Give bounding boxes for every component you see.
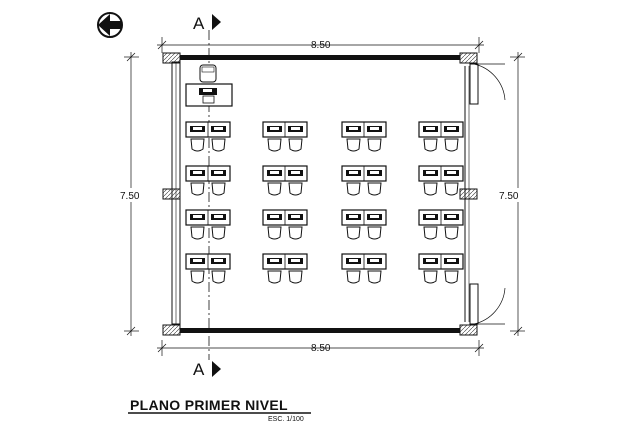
chair — [346, 138, 361, 152]
chair — [211, 138, 226, 152]
desk-pair — [185, 165, 231, 196]
desk-pair — [418, 253, 464, 284]
column-top-right — [459, 52, 478, 64]
chair — [423, 138, 438, 152]
chair — [288, 270, 303, 284]
chair — [423, 270, 438, 284]
chair — [444, 226, 459, 240]
svg-text:7.50: 7.50 — [120, 191, 140, 202]
chair — [267, 226, 282, 240]
chair — [367, 226, 382, 240]
chair — [190, 270, 205, 284]
plan-title: PLANO PRIMER NIVEL — [130, 397, 288, 413]
student-desks — [185, 121, 464, 284]
desk-pair — [418, 165, 464, 196]
column-top-left — [162, 52, 181, 64]
chair — [423, 226, 438, 240]
chair — [346, 270, 361, 284]
dimension-right: 7.50 — [498, 52, 525, 336]
svg-text:A: A — [193, 14, 205, 33]
plan-scale: ESC. 1/100 — [268, 416, 304, 423]
dimension-bottom: 8.50 — [157, 340, 484, 356]
desk-pair — [262, 165, 308, 196]
chair — [211, 226, 226, 240]
chair — [367, 138, 382, 152]
door-bottom — [469, 283, 506, 325]
chair — [444, 138, 459, 152]
desk-pair — [418, 209, 464, 240]
chair — [367, 270, 382, 284]
teacher-desk — [185, 64, 233, 107]
svg-text:8.50: 8.50 — [311, 40, 331, 51]
dimension-top: 8.50 — [157, 37, 484, 53]
north-arrow-icon — [97, 12, 123, 38]
chair — [267, 182, 282, 196]
chair — [346, 182, 361, 196]
desk-pair — [185, 209, 231, 240]
desk-pair — [262, 253, 308, 284]
chair — [423, 182, 438, 196]
desk-pair — [341, 165, 387, 196]
section-marker-bottom: A — [193, 360, 221, 379]
svg-text:8.50: 8.50 — [311, 343, 331, 354]
chair — [288, 182, 303, 196]
column-mid-right — [459, 188, 478, 200]
column-bottom-left — [162, 324, 181, 336]
chair — [211, 182, 226, 196]
chair — [288, 138, 303, 152]
chair — [267, 138, 282, 152]
svg-text:A: A — [193, 360, 205, 379]
desk-pair — [185, 253, 231, 284]
desk-pair — [262, 121, 308, 152]
section-marker-top: A — [193, 14, 221, 33]
desk-pair — [341, 209, 387, 240]
chair — [288, 226, 303, 240]
chair — [346, 226, 361, 240]
chair — [211, 270, 226, 284]
desk-pair — [341, 121, 387, 152]
chair — [267, 270, 282, 284]
column-mid-left — [162, 188, 181, 200]
chair — [444, 182, 459, 196]
chair — [190, 226, 205, 240]
chair — [190, 182, 205, 196]
svg-text:7.50: 7.50 — [499, 191, 519, 202]
desk-pair — [262, 209, 308, 240]
chair — [444, 270, 459, 284]
column-bottom-right — [459, 324, 478, 336]
dimension-left: 7.50 — [119, 52, 145, 336]
desk-pair — [418, 121, 464, 152]
door-top — [469, 63, 506, 105]
chair — [190, 138, 205, 152]
desk-pair — [341, 253, 387, 284]
desk-pair — [185, 121, 231, 152]
chair — [367, 182, 382, 196]
